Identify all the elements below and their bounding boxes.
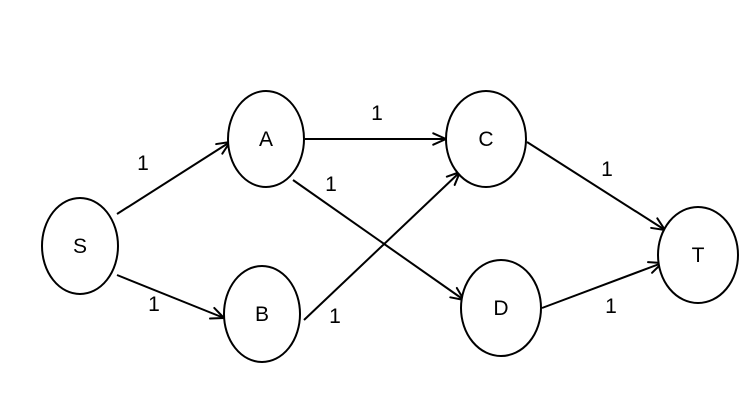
node-c: C	[445, 90, 527, 188]
node-label-a: A	[259, 128, 273, 151]
node-circle	[223, 265, 301, 363]
node-circle	[657, 206, 739, 304]
edge-weight-s-b: 1	[148, 293, 160, 316]
edges-layer	[116, 132, 666, 321]
node-b: B	[223, 265, 301, 363]
arrowhead-icon	[650, 217, 666, 231]
node-label-s: S	[73, 235, 87, 258]
node-label-d: D	[493, 297, 508, 320]
node-d: D	[460, 259, 542, 357]
node-circle	[41, 197, 119, 295]
node-t: T	[657, 206, 739, 304]
edge-line	[292, 179, 465, 301]
edge-weight-d-t: 1	[605, 295, 617, 318]
edge-weight-a-c: 1	[371, 102, 383, 125]
edge-weight-b-c: 1	[329, 305, 341, 328]
node-s: S	[41, 197, 119, 295]
edge-line	[526, 141, 666, 231]
edge-d-t	[541, 261, 663, 309]
edge-line	[541, 262, 663, 309]
edge-weight-s-a: 1	[137, 152, 149, 175]
node-circle	[460, 259, 542, 357]
nodes-layer: S A B C D T	[41, 90, 739, 363]
node-circle	[445, 90, 527, 188]
edge-line	[116, 141, 231, 215]
node-a: A	[227, 90, 305, 188]
node-circle	[227, 90, 305, 188]
weights-layer: 1 1 1 1 1 1 1	[137, 102, 617, 328]
node-label-t: T	[692, 244, 705, 267]
edge-line	[303, 171, 461, 321]
edge-s-b	[116, 274, 225, 320]
edge-a-d	[292, 179, 465, 301]
edge-weight-c-t: 1	[601, 158, 613, 181]
edge-s-a	[116, 141, 231, 215]
edge-a-c	[305, 132, 447, 146]
edge-c-t	[526, 141, 666, 231]
node-label-b: B	[255, 303, 269, 326]
edge-weight-a-d: 1	[325, 173, 337, 196]
node-label-c: C	[478, 128, 493, 151]
edge-line	[116, 274, 225, 319]
